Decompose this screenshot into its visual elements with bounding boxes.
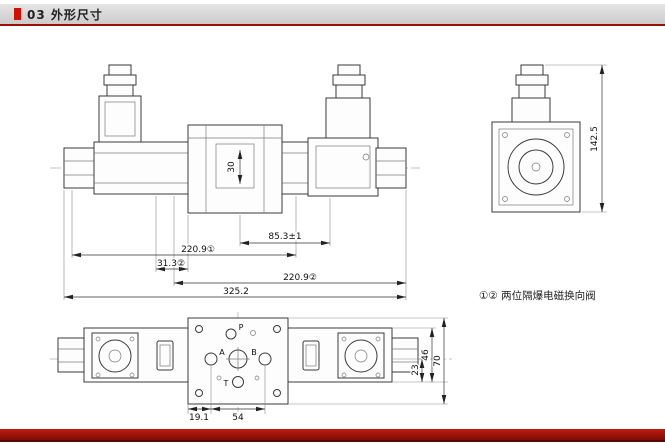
port-b-label: B xyxy=(251,348,257,357)
valve-body-details xyxy=(188,125,282,213)
dim-54: 54 xyxy=(232,413,244,423)
dim-total: 325.2 xyxy=(223,287,249,297)
side-body xyxy=(491,121,581,213)
side-solenoid-outer-circle xyxy=(507,138,565,196)
right-end-nut-facets xyxy=(376,160,406,176)
side-solenoid-inner-circle xyxy=(518,149,554,185)
side-corner-screws xyxy=(502,132,570,202)
bottom-left-nut-facets xyxy=(58,348,84,363)
bottom-right-connector-inner xyxy=(305,344,317,367)
header-accent-block xyxy=(14,8,21,20)
right-terminal-screw xyxy=(362,153,370,161)
pilot-holes-bottom xyxy=(216,375,260,381)
side-solenoid-center xyxy=(531,162,541,172)
bottom-right-nut-facets xyxy=(392,348,418,363)
header-rule xyxy=(0,24,665,26)
dim-height: 142.5 xyxy=(590,126,600,152)
right-gland-neck xyxy=(325,97,371,139)
bottom-left-nut xyxy=(57,337,85,373)
side-view: 142.5 xyxy=(491,64,607,213)
dim-body-30: 30 xyxy=(227,161,237,173)
section-title: 03 外形尺寸 xyxy=(27,7,103,22)
left-solenoid-tube xyxy=(93,141,189,195)
side-cable-gland xyxy=(515,64,549,99)
port-t-label: T xyxy=(223,379,229,388)
pilot-hole-top xyxy=(250,330,256,336)
bottom-left-solenoid-center xyxy=(108,349,122,363)
bottom-view: P A B T xyxy=(50,312,452,412)
valve-note: ①② 两位隔爆电磁换向阀 xyxy=(479,289,596,302)
dim-70: 70 xyxy=(433,355,443,367)
bottom-extension-lines xyxy=(187,317,448,414)
side-gland-neck xyxy=(511,97,551,123)
port-t-hole xyxy=(232,376,244,388)
dim-46: 46 xyxy=(421,349,431,361)
side-body-inner xyxy=(498,128,574,206)
left-solenoid-tube-lines xyxy=(94,152,188,184)
bottom-dimensions: 19.1 54 23 46 70 xyxy=(187,317,448,424)
front-dimensions: 85.3±1 220.9① 31.3② 220.9② 325.2 xyxy=(63,190,407,300)
left-end-nut-facets xyxy=(64,160,94,176)
footer-bar xyxy=(0,429,665,442)
dim-220-2: 220.9② xyxy=(283,273,317,283)
right-cable-gland xyxy=(332,64,366,99)
left-terminal-box-cover xyxy=(104,101,136,137)
front-view: 30 xyxy=(50,64,420,214)
right-end-nut xyxy=(375,147,407,189)
valve-body xyxy=(187,124,283,214)
section-header: 03 外形尺寸 xyxy=(0,4,665,24)
port-p-label: P xyxy=(239,323,244,332)
bottom-left-solenoid-circle xyxy=(98,339,132,373)
port-a-hole xyxy=(204,352,218,366)
dim-85: 85.3±1 xyxy=(268,232,301,242)
center-hole-crosshair xyxy=(226,347,250,371)
dim-31: 31.3② xyxy=(157,259,185,269)
bottom-left-flange-screws xyxy=(95,336,135,378)
port-b-hole xyxy=(258,352,272,366)
bottom-left-connector-inner xyxy=(159,344,171,367)
right-terminal-box xyxy=(307,137,379,197)
bottom-right-solenoid-circle xyxy=(344,339,378,373)
dim-220-1: 220.9① xyxy=(181,245,215,255)
bottom-right-solenoid-center xyxy=(354,349,368,363)
left-terminal-box xyxy=(98,95,142,143)
mounting-bolt-holes xyxy=(195,325,281,397)
right-terminal-box-cover xyxy=(315,145,371,189)
dimension-drawing: 30 xyxy=(50,64,607,424)
dim-23: 23 xyxy=(411,364,421,375)
port-a-label: A xyxy=(219,348,225,357)
bottom-right-connector xyxy=(302,340,320,371)
left-cable-gland xyxy=(103,64,137,97)
bottom-right-nut xyxy=(391,337,419,373)
port-p-hole xyxy=(225,328,237,340)
bottom-left-connector xyxy=(156,340,174,371)
dim-19: 19.1 xyxy=(189,413,209,423)
left-end-nut xyxy=(63,147,95,189)
bottom-right-flange-screws xyxy=(341,336,381,378)
